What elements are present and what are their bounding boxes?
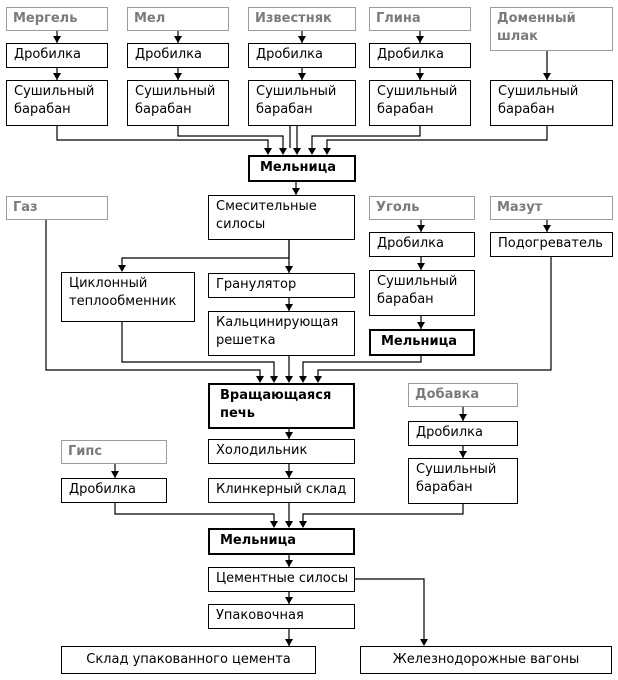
source-glina: Глина — [369, 7, 471, 31]
arrow-head — [174, 36, 182, 43]
clinker-store: Клинкерный склад — [208, 478, 355, 503]
arrow-head — [308, 148, 316, 155]
arrow-head — [270, 376, 278, 383]
arrow-head — [53, 36, 61, 43]
source-mazut: Мазут — [490, 196, 613, 220]
arrow-head — [53, 73, 61, 80]
arrow-head — [285, 560, 293, 567]
arrow-head — [298, 36, 306, 43]
arrow-head — [285, 432, 293, 439]
packed-cement-store: Склад упакованного цемента — [61, 646, 316, 674]
arrow-head — [285, 266, 293, 273]
dryer-to-mill-line — [326, 126, 548, 148]
calcining-grate: Кальцинирующая решетка — [208, 311, 355, 356]
rail-wagons: Железнодорожные вагоны — [360, 646, 612, 674]
arrow-head — [323, 148, 331, 155]
arrow-head — [299, 376, 307, 383]
arrow-head — [416, 73, 424, 80]
arrow-head — [293, 148, 301, 155]
arrow-head — [270, 521, 278, 528]
arrow-head — [285, 376, 293, 383]
rotary-kiln: Вращающаяся печь — [208, 383, 355, 429]
heater-mazut: Подогреватель — [490, 232, 613, 257]
arrow-head — [417, 263, 425, 270]
arrow-head — [543, 73, 551, 80]
dryer-glina: Сушильный барабан — [369, 80, 471, 126]
crusher-mergel: Дробилка — [6, 43, 108, 68]
dryer-to-mill-line — [56, 126, 269, 148]
cooler: Холодильник — [208, 439, 355, 464]
cyclone-to-kiln-line — [121, 322, 275, 376]
arrow-head — [314, 376, 322, 383]
arrow-head — [264, 148, 272, 155]
arrow-head — [417, 225, 425, 232]
dryer-izvestnyak: Сушильный барабан — [248, 80, 356, 126]
arrow-head — [417, 322, 425, 329]
arrow-head — [292, 188, 300, 195]
crusher-ugol: Дробилка — [369, 232, 475, 257]
crusher-glina: Дробилка — [369, 43, 471, 68]
source-ugol: Уголь — [369, 196, 475, 220]
arrow-head — [298, 73, 306, 80]
silos-to-cyclone-line — [121, 240, 290, 265]
source-gips: Гипс — [61, 440, 167, 464]
arrow-head — [420, 639, 428, 646]
arrow-head — [299, 521, 307, 528]
cement-silos: Цементные силосы — [208, 567, 355, 592]
gips-to-mill-line — [114, 503, 275, 521]
arrow-head — [285, 639, 293, 646]
coal-mill: Мельница — [369, 329, 475, 356]
arrow-head — [543, 225, 551, 232]
arrow-head — [285, 521, 293, 528]
arrow-head — [174, 73, 182, 80]
mixing-silos: Смесительные силосы — [208, 195, 355, 240]
crusher-mel: Дробилка — [127, 43, 229, 68]
source-mel: Мел — [127, 7, 229, 31]
arrow-head — [118, 265, 126, 272]
coal-mill-to-kiln-line — [302, 356, 422, 376]
packing-shop: Упаковочная — [208, 604, 355, 629]
silos-to-wagons-line — [355, 578, 425, 639]
dryer-mergel: Сушильный барабан — [6, 80, 108, 126]
crusher-gips: Дробилка — [61, 478, 167, 503]
source-domennyi-shlak: Доменный шлак — [490, 7, 613, 51]
arrow-head — [285, 597, 293, 604]
dryer-dobavka: Сушильный барабан — [408, 458, 518, 504]
arrow-head — [111, 471, 119, 478]
arrow-head — [285, 304, 293, 311]
additive-to-mill-line — [302, 504, 464, 521]
arrow-head — [459, 414, 467, 421]
cement-mill: Мельница — [208, 528, 355, 555]
dryer-to-mill-line — [311, 126, 421, 148]
arrow-head — [285, 471, 293, 478]
dryer-shlak: Сушильный барабан — [490, 80, 613, 126]
arrow-head — [459, 451, 467, 458]
arrow-head — [416, 36, 424, 43]
dryer-mel: Сушильный барабан — [127, 80, 229, 126]
heater-to-kiln-line — [317, 257, 552, 376]
source-izvestnyak: Известняк — [248, 7, 356, 31]
crusher-izvestnyak: Дробилка — [248, 43, 356, 68]
gas-to-kiln-line — [45, 220, 261, 376]
dryer-ugol: Сушильный барабан — [369, 270, 475, 316]
raw-mill: Мельница — [248, 155, 356, 182]
granulator: Гранулятор — [208, 273, 355, 298]
source-gaz: Газ — [6, 196, 108, 220]
arrow-head — [256, 376, 264, 383]
arrow-head — [279, 148, 287, 155]
dryer-to-mill-line — [177, 126, 284, 148]
source-dobavka: Добавка — [408, 383, 518, 407]
source-mergel: Мергель — [6, 7, 108, 31]
crusher-dobavka: Дробилка — [408, 421, 518, 446]
cyclone-heat-exchanger: Циклонный теплообменник — [61, 272, 195, 322]
